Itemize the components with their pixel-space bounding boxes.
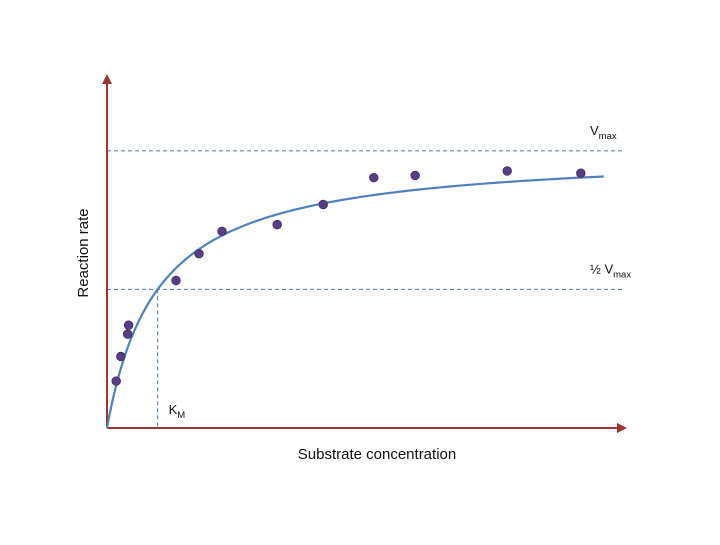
x-axis-label: Substrate concentration: [298, 446, 456, 463]
data-point: [576, 168, 586, 178]
data-point: [122, 329, 133, 339]
reference-label-2: KM: [169, 402, 186, 421]
guide-lines-group: [107, 150, 622, 428]
data-point: [272, 219, 282, 230]
data-point: [194, 248, 204, 259]
reference-label-1: ½ Vmax: [590, 261, 631, 280]
data-point: [171, 275, 181, 286]
data-point: [369, 172, 379, 183]
y-axis-label: Reaction rate: [75, 208, 92, 297]
reference-label-0: Vmax: [590, 123, 617, 142]
data-point: [410, 170, 420, 181]
data-point: [116, 351, 126, 362]
fit-curve: [105, 175, 604, 429]
data-point: [111, 376, 121, 386]
data-point: [217, 226, 227, 237]
data-point: [123, 320, 134, 330]
data-point: [318, 199, 328, 210]
data-point: [502, 166, 512, 176]
data-points-group: [111, 166, 586, 386]
